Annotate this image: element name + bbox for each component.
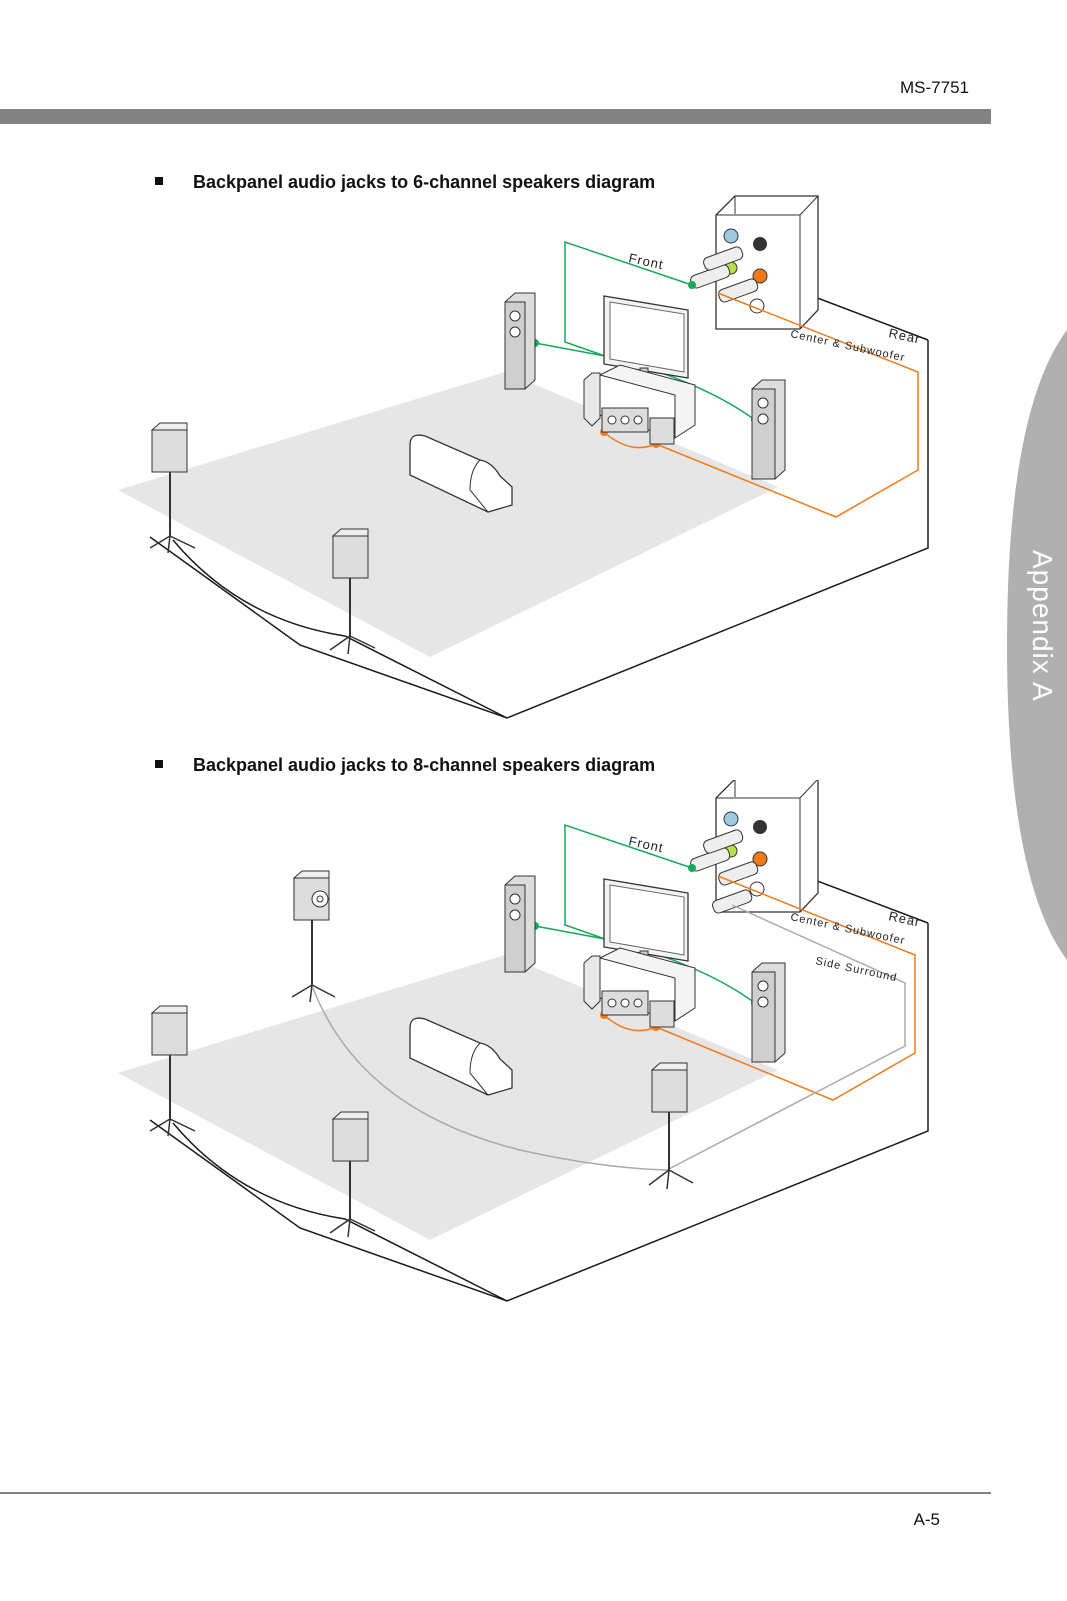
rear-label: Rear xyxy=(887,325,922,346)
subwoofer xyxy=(649,1000,675,1028)
rear-left-speaker xyxy=(149,422,196,554)
section-heading-text: Backpanel audio jacks to 8-channel speak… xyxy=(193,755,656,775)
diagram-8-channel: Front Rear Center & Subwoofer Side Surro… xyxy=(118,780,929,1302)
rear-cable xyxy=(172,1122,508,1302)
pc-tower xyxy=(583,372,601,427)
front-right-speaker xyxy=(751,379,786,480)
couch xyxy=(409,434,513,513)
couch xyxy=(409,1017,513,1096)
front-left-speaker xyxy=(504,292,536,390)
front-label: Front xyxy=(627,833,665,855)
front-cable xyxy=(564,823,693,940)
front-left-speaker xyxy=(504,875,536,973)
footer-line xyxy=(0,1492,991,1494)
side-surround-label: Side Surround xyxy=(814,955,898,984)
television xyxy=(603,295,689,379)
subwoofer xyxy=(649,417,675,445)
backpanel-jacks xyxy=(690,195,819,330)
rear-left-speaker xyxy=(149,1005,196,1137)
bullet-icon xyxy=(155,177,163,186)
bullet-icon xyxy=(155,760,163,769)
rear-label: Rear xyxy=(887,908,922,929)
side-surround-cable xyxy=(666,904,906,1171)
floor xyxy=(118,372,778,657)
center-subwoofer-cable xyxy=(655,875,916,1101)
header-bar xyxy=(0,109,991,124)
center-subwoofer-cable xyxy=(655,292,919,518)
appendix-tab: Appendix A xyxy=(1002,330,1067,960)
front-right-speaker xyxy=(751,962,786,1063)
section-heading-6ch: Backpanel audio jacks to 6-channel speak… xyxy=(155,172,655,193)
center-speaker xyxy=(601,990,649,1016)
center-speaker xyxy=(601,407,649,433)
rear-cable xyxy=(172,539,508,719)
front-label: Front xyxy=(627,250,665,272)
rear-right-speaker xyxy=(329,1111,376,1238)
backpanel-jacks xyxy=(690,780,819,914)
appendix-tab-label: Appendix A xyxy=(1027,550,1058,702)
model-number: MS-7751 xyxy=(900,78,969,97)
side-right-speaker xyxy=(648,1062,694,1190)
section-heading-8ch: Backpanel audio jacks to 8-channel speak… xyxy=(155,755,655,776)
pc-tower xyxy=(583,955,601,1010)
front-cable xyxy=(564,240,693,357)
diagram-6-channel: Front Rear Center & Subwoofer xyxy=(118,195,929,719)
television xyxy=(603,878,689,962)
floor xyxy=(118,955,778,1240)
page-number: A-5 xyxy=(913,1510,940,1529)
section-heading-text: Backpanel audio jacks to 6-channel speak… xyxy=(193,172,656,192)
rear-right-speaker xyxy=(329,528,376,655)
side-left-speaker xyxy=(291,870,336,1003)
